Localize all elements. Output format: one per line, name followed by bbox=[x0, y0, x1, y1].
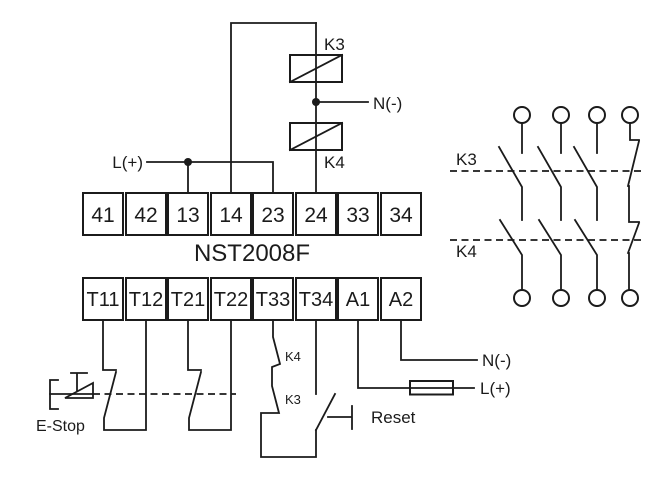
estop-actuator-bracket bbox=[49, 379, 59, 410]
reset-contact-blade bbox=[314, 392, 337, 432]
terminal-41: 41 bbox=[82, 192, 124, 236]
relay-coil-k3-diagonal bbox=[288, 53, 344, 84]
feedback-k3-label: K3 bbox=[285, 392, 301, 407]
terminal-box bbox=[125, 192, 167, 236]
terminal-label: 24 bbox=[304, 204, 328, 227]
terminal-14: 14 bbox=[210, 192, 252, 236]
terminal-label: A1 bbox=[346, 289, 370, 311]
ladder-bottom-terminal-2 bbox=[552, 289, 570, 307]
no-contact-column-1 bbox=[497, 122, 523, 291]
terminal-label: 34 bbox=[389, 204, 413, 227]
ladder-top-terminal-1 bbox=[513, 106, 531, 124]
ladder-bottom-terminal-4 bbox=[621, 289, 639, 307]
terminal-label: 42 bbox=[134, 204, 157, 227]
estop-channel2-contact bbox=[187, 319, 232, 431]
terminal-T33: T33 bbox=[252, 277, 294, 321]
terminal-T11: T11 bbox=[82, 277, 124, 321]
terminal-label: T11 bbox=[87, 289, 120, 311]
relay-coil-k4-diagonal bbox=[288, 121, 344, 152]
wire-lplus-top bbox=[146, 161, 274, 194]
contact-ladder: K3 K4 bbox=[450, 106, 645, 307]
terminal-box bbox=[337, 192, 379, 236]
terminal-box bbox=[380, 192, 422, 236]
ladder-k4-label: K4 bbox=[456, 242, 477, 261]
estop-mushroom-head-icon bbox=[64, 372, 94, 399]
relay-coil-k4 bbox=[289, 122, 343, 151]
terminal-label: T33 bbox=[256, 289, 290, 311]
terminal-33: 33 bbox=[337, 192, 379, 236]
coil-k3-label: K3 bbox=[324, 35, 345, 54]
terminal-label: 41 bbox=[91, 204, 114, 227]
terminal-label: 14 bbox=[219, 204, 243, 227]
wire-terminal14-up bbox=[230, 22, 317, 194]
feedback-k4-label: K4 bbox=[285, 349, 301, 364]
ladder-k3-label: K3 bbox=[456, 150, 477, 169]
estop-label: E-Stop bbox=[36, 418, 85, 435]
ladder-bottom-terminal-3 bbox=[588, 289, 606, 307]
wire-a1-lplus bbox=[357, 319, 475, 389]
terminal-box bbox=[210, 192, 252, 236]
terminal-34: 34 bbox=[380, 192, 422, 236]
coil-k4-label: K4 bbox=[324, 153, 345, 172]
terminal-box bbox=[167, 192, 209, 236]
terminal-label: A2 bbox=[389, 289, 413, 311]
relay-coil-k3 bbox=[289, 54, 343, 83]
terminal-label: 33 bbox=[346, 204, 369, 227]
neutral-bottom-label: N(-) bbox=[482, 351, 511, 370]
device-model-label: NST2008F bbox=[194, 240, 310, 267]
terminal-A1: A1 bbox=[337, 277, 379, 321]
feedback-reset-circuit: K4 K3 Reset bbox=[260, 319, 416, 458]
fuse-icon bbox=[409, 380, 454, 396]
supply-circuit: L(+) N(-) bbox=[357, 319, 511, 398]
terminal-13: 13 bbox=[167, 192, 209, 236]
reset-actuator bbox=[327, 405, 353, 430]
terminal-box bbox=[252, 192, 294, 236]
line-top-label: L(+) bbox=[112, 153, 143, 172]
terminal-23: 23 bbox=[252, 192, 294, 236]
feedback-contacts-path bbox=[260, 319, 317, 458]
terminal-label: 23 bbox=[261, 204, 284, 227]
reset-label: Reset bbox=[371, 408, 416, 427]
terminal-T12: T12 bbox=[125, 277, 167, 321]
terminal-box bbox=[82, 192, 124, 236]
terminal-A2: A2 bbox=[380, 277, 422, 321]
ladder-bottom-terminal-1 bbox=[513, 289, 531, 307]
terminal-label: T21 bbox=[171, 289, 205, 311]
terminal-T34: T34 bbox=[295, 277, 337, 321]
terminal-T22: T22 bbox=[210, 277, 252, 321]
no-contact-column-3 bbox=[572, 122, 598, 291]
terminal-label: T22 bbox=[214, 289, 248, 311]
wire-a2-neutral bbox=[400, 319, 478, 361]
nc-contact-column bbox=[626, 122, 641, 291]
estop-channel1-contact bbox=[102, 319, 147, 431]
junction-dot-lplus bbox=[184, 158, 192, 166]
ladder-top-terminal-4 bbox=[621, 106, 639, 124]
coil-circuit: K3 K4 N(-) L(+) bbox=[112, 22, 402, 194]
terminal-label: 13 bbox=[176, 204, 199, 227]
terminal-24: 24 bbox=[295, 192, 337, 236]
terminal-label: T12 bbox=[129, 289, 163, 311]
top-terminal-block: 41 42 13 14 23 24 33 34 bbox=[82, 192, 422, 236]
no-contact-column-2 bbox=[536, 122, 562, 291]
terminal-42: 42 bbox=[125, 192, 167, 236]
terminal-box bbox=[295, 192, 337, 236]
ladder-top-terminal-2 bbox=[552, 106, 570, 124]
ladder-top-terminal-3 bbox=[588, 106, 606, 124]
neutral-top-label: N(-) bbox=[373, 94, 402, 113]
bottom-terminal-block: T11 T12 T21 T22 T33 T34 A1 A2 bbox=[82, 277, 422, 321]
terminal-T21: T21 bbox=[167, 277, 209, 321]
estop-circuit: E-Stop bbox=[36, 319, 236, 435]
line-bottom-label: L(+) bbox=[480, 379, 511, 398]
terminal-label: T34 bbox=[299, 289, 333, 311]
